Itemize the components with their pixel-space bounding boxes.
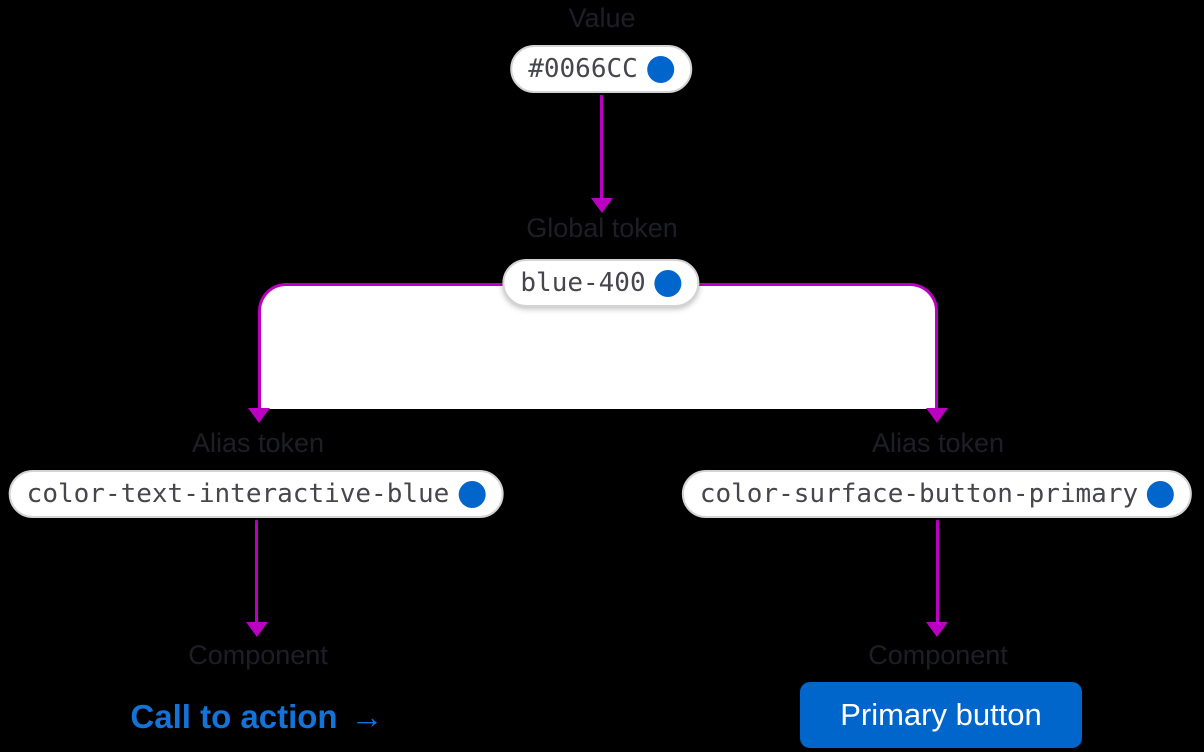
- alias-token-left-text: color-text-interactive-blue: [26, 479, 450, 509]
- flow-line: [255, 520, 258, 624]
- primary-button[interactable]: Primary button: [800, 682, 1082, 748]
- color-swatch-icon: [646, 55, 674, 83]
- value-token-text: #0066CC: [528, 54, 638, 84]
- alias-token-left-label: Alias token: [191, 428, 325, 458]
- flow-arrowhead-icon: [591, 198, 613, 213]
- flow-arrowhead-icon: [246, 622, 268, 637]
- component-left-label: Component: [188, 640, 328, 670]
- alias-token-right-label: Alias token: [871, 428, 1005, 458]
- value-label: Value: [568, 3, 636, 33]
- alias-token-right-pill: color-surface-button-primary: [681, 470, 1193, 518]
- flow-arrowhead-icon: [926, 408, 948, 423]
- color-swatch-icon: [1147, 480, 1175, 508]
- flow-arrowhead-icon: [248, 408, 270, 423]
- call-to-action-text: Call to action: [130, 698, 338, 735]
- value-token-pill: #0066CC: [510, 45, 692, 93]
- right-arrow-icon: →: [350, 698, 384, 735]
- alias-token-right-text: color-surface-button-primary: [699, 479, 1139, 509]
- global-token-text: blue-400: [520, 268, 646, 298]
- call-to-action-link[interactable]: Call to action →: [130, 698, 383, 736]
- component-right-label: Component: [868, 640, 1008, 670]
- flow-line: [936, 520, 939, 624]
- flow-arrowhead-icon: [926, 622, 948, 637]
- flow-line: [600, 95, 603, 199]
- color-swatch-icon: [458, 480, 486, 508]
- color-swatch-icon: [654, 269, 682, 297]
- alias-token-left-pill: color-text-interactive-blue: [8, 470, 504, 518]
- global-token-label: Global token: [526, 213, 678, 243]
- global-token-pill: blue-400: [502, 259, 700, 307]
